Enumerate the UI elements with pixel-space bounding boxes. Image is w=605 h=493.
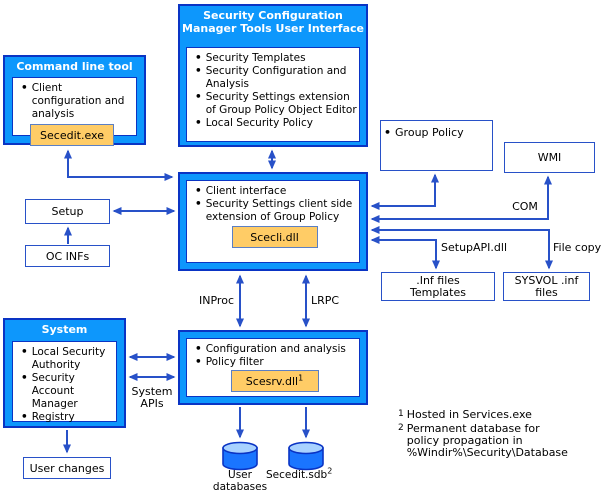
cylinder-user-databases	[222, 441, 258, 471]
arrow-scecli-inftemplates-setupapi	[370, 236, 440, 270]
secedit-exe-module: Secedit.exe	[30, 124, 114, 146]
scesrv-item: Policy filter	[205, 356, 264, 368]
setupapi-label: SetupAPI.dll	[441, 241, 508, 254]
scecli-dll-module: Scecli.dll	[231, 226, 318, 248]
box-security-ui: Security Configuration Manager Tools Use…	[178, 4, 368, 147]
box-scecli: Client interface Security Settings clien…	[178, 172, 368, 271]
scesrv-footnote-marker: 1	[298, 373, 304, 383]
ui-item: Security Configuration and Analysis	[205, 65, 347, 90]
scecli-item: Client interface	[205, 185, 287, 197]
inproc-label: INProc	[199, 294, 234, 307]
oc-infs-label: OC INFs	[45, 249, 90, 263]
secedit-sdb-footnote-marker: 2	[327, 466, 333, 476]
box-setup: Setup	[25, 199, 110, 224]
wmi-label: WMI	[537, 151, 562, 164]
user-changes-label: User changes	[29, 461, 105, 475]
arrow-scecli-grouppolicy	[370, 173, 439, 210]
user-databases-label: User databases	[212, 469, 268, 493]
setup-label: Setup	[51, 205, 84, 218]
box-system-title: System	[41, 323, 88, 336]
scesrv-dll-module: Scesrv.dll1	[230, 370, 319, 392]
system-item: Security Account Manager	[31, 372, 78, 410]
cylinder-secedit-sdb	[288, 441, 324, 471]
system-item: Local Security Authority	[31, 346, 106, 371]
inf-templates-label: .Inf files Templates	[410, 273, 466, 299]
box-wmi: WMI	[504, 142, 595, 173]
box-system: System Local Security Authority Security…	[3, 318, 126, 428]
scecli-item: Security Settings client side extension …	[205, 198, 353, 223]
box-sysvol: SYSVOL .inf files	[503, 272, 590, 301]
sysvol-label: SYSVOL .inf files	[514, 273, 579, 299]
command-item: Client configuration and analysis	[31, 82, 125, 120]
box-inf-templates: .Inf files Templates	[381, 272, 495, 301]
system-item: Registry	[31, 411, 75, 423]
box-group-policy: Group Policy	[380, 120, 493, 171]
box-oc-infs: OC INFs	[25, 245, 110, 267]
file-copy-label: File copy	[553, 241, 602, 254]
arrow-commandtool-scecli	[64, 149, 174, 181]
footnote-2-text: Permanent database for policy propagatio…	[406, 422, 568, 459]
group-policy-label: Group Policy	[395, 126, 464, 139]
box-command-line: Command line tool Client configuration a…	[3, 55, 146, 146]
scesrv-item: Configuration and analysis	[205, 343, 346, 355]
system-apis-label: System APIs	[131, 385, 173, 410]
lrpc-label: LRPC	[311, 294, 340, 307]
box-scesrv: Configuration and analysis Policy filter…	[178, 330, 368, 405]
ui-item: Security Settings extension of Group Pol…	[205, 91, 357, 116]
secedit-sdb-text: Secedit.sdb	[266, 469, 328, 481]
scesrv-dll-label: Scesrv.dll	[245, 375, 299, 388]
footnote-1-marker: 1	[398, 409, 404, 419]
com-label: COM	[512, 200, 538, 213]
box-command-line-title: Command line tool	[16, 60, 133, 73]
box-security-ui-title: Security Configuration Manager Tools Use…	[182, 9, 364, 35]
secedit-sdb-label: Secedit.sdb2	[266, 466, 333, 481]
box-user-changes: User changes	[23, 457, 111, 479]
ui-item: Security Templates	[205, 52, 306, 64]
footnote-1-text: Hosted in Services.exe	[406, 408, 532, 421]
ui-item: Local Security Policy	[205, 117, 313, 129]
footnote-2-marker: 2	[398, 423, 404, 433]
